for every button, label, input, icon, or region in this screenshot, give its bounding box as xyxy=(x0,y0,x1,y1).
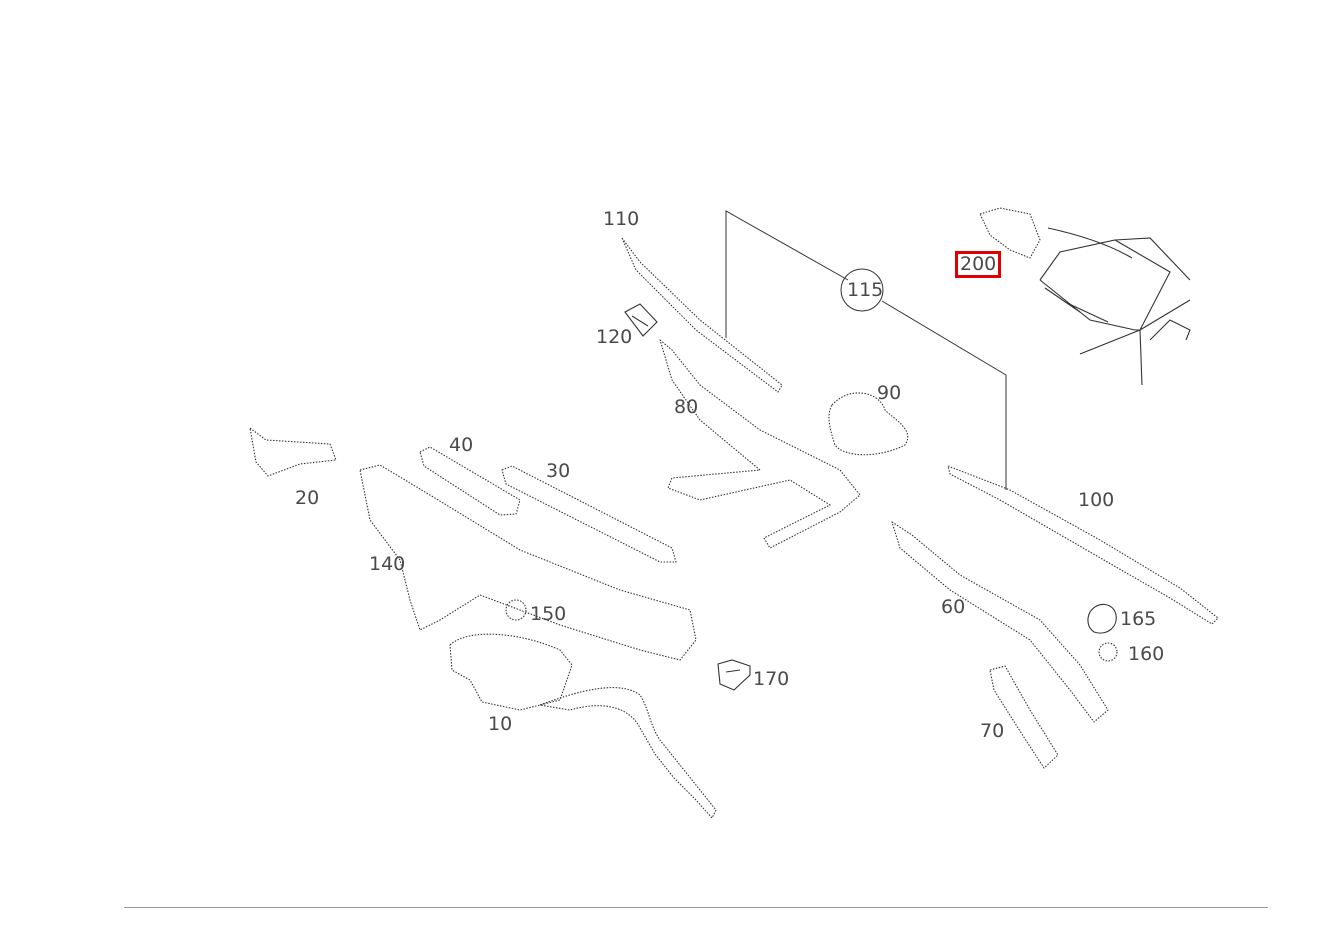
rod-30 xyxy=(501,465,677,563)
part-label-10[interactable]: 10 xyxy=(488,713,513,735)
callout-circle-115 xyxy=(840,268,884,312)
part-label-80[interactable]: 80 xyxy=(674,396,699,418)
cover-90 xyxy=(828,392,909,456)
vehicle-inset-outline xyxy=(1039,227,1191,386)
part-label-70[interactable]: 70 xyxy=(980,720,1005,742)
part-label-90[interactable]: 90 xyxy=(877,382,902,404)
part-label-60[interactable]: 60 xyxy=(941,596,966,618)
part-label-170[interactable]: 170 xyxy=(753,668,790,690)
part-label-115[interactable]: 115 xyxy=(847,279,884,301)
wiper-blade-100 xyxy=(947,465,1219,625)
bracket-20 xyxy=(249,427,337,477)
cap-165 xyxy=(1087,603,1117,634)
part-label-30[interactable]: 30 xyxy=(546,460,571,482)
nut-160 xyxy=(1098,642,1118,662)
hose-200 xyxy=(979,207,1041,259)
part-label-110[interactable]: 110 xyxy=(603,208,640,230)
part-label-20[interactable]: 20 xyxy=(295,487,320,509)
part-label-120[interactable]: 120 xyxy=(596,326,633,348)
nut-150 xyxy=(505,599,527,621)
part-label-100[interactable]: 100 xyxy=(1078,489,1115,511)
part-label-160[interactable]: 160 xyxy=(1128,643,1165,665)
part-label-140[interactable]: 140 xyxy=(369,553,406,575)
linkage-frame-140 xyxy=(359,464,697,661)
cable-10 xyxy=(539,687,717,819)
clip-170 xyxy=(717,659,751,691)
footer-divider xyxy=(124,907,1268,908)
motor-10 xyxy=(449,633,573,711)
part-label-150[interactable]: 150 xyxy=(530,603,567,625)
callout-bracket-115 xyxy=(725,210,849,338)
wiper-arm-80 xyxy=(659,339,861,549)
wiper-arm-60 xyxy=(891,521,1109,723)
part-label-165[interactable]: 165 xyxy=(1120,608,1157,630)
callout-bracket-115-right xyxy=(881,300,1007,490)
part-label-200[interactable]: 200 xyxy=(954,251,1002,278)
arm-piece-70 xyxy=(989,665,1059,769)
vehicle-inset-wipers xyxy=(1044,287,1109,323)
wiper-blade-110 xyxy=(621,237,783,393)
clip-120 xyxy=(624,303,658,337)
part-label-40[interactable]: 40 xyxy=(449,434,474,456)
rod-40 xyxy=(419,446,521,516)
